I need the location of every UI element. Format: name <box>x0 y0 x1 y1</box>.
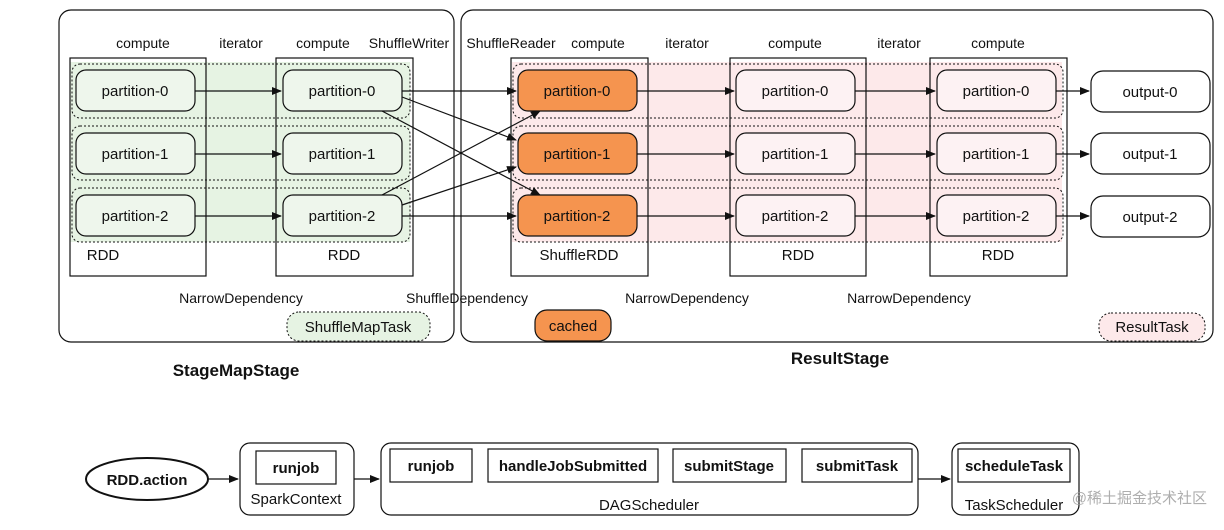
dag-handle-job-submitted: handleJobSubmitted <box>499 458 647 475</box>
arrow-shuffle-0-1 <box>401 96 517 141</box>
rdd-1-box <box>69 57 207 277</box>
shuffle-reader-label: ShuffleReader <box>466 35 556 51</box>
rdd-4-label: RDD <box>982 247 1015 264</box>
output-0: output-0 <box>1122 84 1177 101</box>
result-band-2 <box>512 187 1064 243</box>
arrow-shuffle-2-1 <box>401 166 517 206</box>
result-stage-title: ResultStage <box>791 349 889 368</box>
result-iterator-2-label: iterator <box>877 35 921 51</box>
dag-submit-stage-box <box>672 448 787 483</box>
result-task-label: ResultTask <box>1115 319 1189 336</box>
shuffle-rdd-partition-1: partition-1 <box>544 146 611 163</box>
rdd-3-partition-2: partition-2 <box>762 208 829 225</box>
result-iterator-1-label: iterator <box>665 35 709 51</box>
rdd-4-partition-0: partition-0 <box>963 83 1030 100</box>
dag-submit-task: submitTask <box>816 458 899 475</box>
output-1: output-1 <box>1122 146 1177 163</box>
rdd-2-box <box>275 57 414 277</box>
result-narrow-dependency-1: NarrowDependency <box>625 290 749 306</box>
rdd-1-label: RDD <box>87 247 120 264</box>
dag-runjob-box <box>389 448 473 483</box>
spark-context-label: SparkContext <box>251 491 343 508</box>
rdd-1-partition-1: partition-1 <box>102 146 169 163</box>
cached-badge <box>534 309 612 342</box>
shuffle-rdd-compute-label: compute <box>571 35 625 51</box>
stage-map-iterator-label: iterator <box>219 35 263 51</box>
rdd-2-partition-2: partition-2 <box>309 208 376 225</box>
shuffle-map-task-label: ShuffleMapTask <box>305 319 412 336</box>
cached-label: cached <box>549 318 597 335</box>
watermark: @稀土掘金技术社区 <box>1072 490 1207 507</box>
shuffle-rdd-partition-2: partition-2 <box>544 208 611 225</box>
output-0-box <box>1090 70 1211 113</box>
task-scheduler-schedule-task-box <box>957 448 1071 483</box>
dag-scheduler-label: DAGScheduler <box>599 497 699 514</box>
result-narrow-dependency-2: NarrowDependency <box>847 290 971 306</box>
task-scheduler-label: TaskScheduler <box>965 497 1063 514</box>
task-scheduler-schedule-task: scheduleTask <box>965 458 1064 475</box>
result-band-1 <box>512 125 1064 181</box>
rdd-3-box <box>729 57 867 277</box>
output-2-box <box>1090 195 1211 238</box>
rdd-3-partition-0: partition-0 <box>762 83 829 100</box>
stage-map-band-2 <box>71 187 411 243</box>
spark-context-runjob-box <box>255 450 337 485</box>
rdd-2-compute-label: compute <box>296 35 350 51</box>
shuffle-map-task-badge <box>286 311 431 342</box>
shuffle-dependency-label: ShuffleDependency <box>406 290 528 306</box>
dag-runjob: runjob <box>408 458 455 475</box>
rdd-2-partition-1: partition-1 <box>309 146 376 163</box>
rdd-3-partition-1: partition-1 <box>762 146 829 163</box>
rdd-4-partition-2: partition-2 <box>963 208 1030 225</box>
dag-submit-task-box <box>801 448 913 483</box>
dependency-arrows <box>195 87 1090 220</box>
result-task-badge <box>1098 312 1206 342</box>
output-1-box <box>1090 132 1211 175</box>
rdd-action-label: RDD.action <box>107 472 188 489</box>
output-2: output-2 <box>1122 209 1177 226</box>
rdd-3-label: RDD <box>782 247 815 264</box>
rdd-2-label: RDD <box>328 247 361 264</box>
rdd-2-partition-0: partition-0 <box>309 83 376 100</box>
stage-map-narrow-dependency: NarrowDependency <box>179 290 303 306</box>
shuffle-rdd-partition-0: partition-0 <box>544 83 611 100</box>
shuffle-writer-label: ShuffleWriter <box>369 35 450 51</box>
dag-submit-stage: submitStage <box>684 458 774 475</box>
rdd-1-partition-2: partition-2 <box>102 208 169 225</box>
dag-handle-job-submitted-box <box>487 448 659 483</box>
rdd-1-compute-label: compute <box>116 35 170 51</box>
arrow-shuffle-2-0 <box>381 110 541 196</box>
rdd-1-partition-0: partition-0 <box>102 83 169 100</box>
stage-map-band-1 <box>71 125 411 181</box>
rdd-4-partition-1: partition-1 <box>963 146 1030 163</box>
stage-map-stage-title: StageMapStage <box>173 361 300 380</box>
rdd-4-compute-label: compute <box>971 35 1025 51</box>
shuffle-rdd-label: ShuffleRDD <box>540 247 619 264</box>
spark-context-runjob: runjob <box>273 460 320 477</box>
rdd-4-box <box>929 57 1068 277</box>
rdd-2-partition-1-box <box>282 132 403 175</box>
rdd-3-compute-label: compute <box>768 35 822 51</box>
